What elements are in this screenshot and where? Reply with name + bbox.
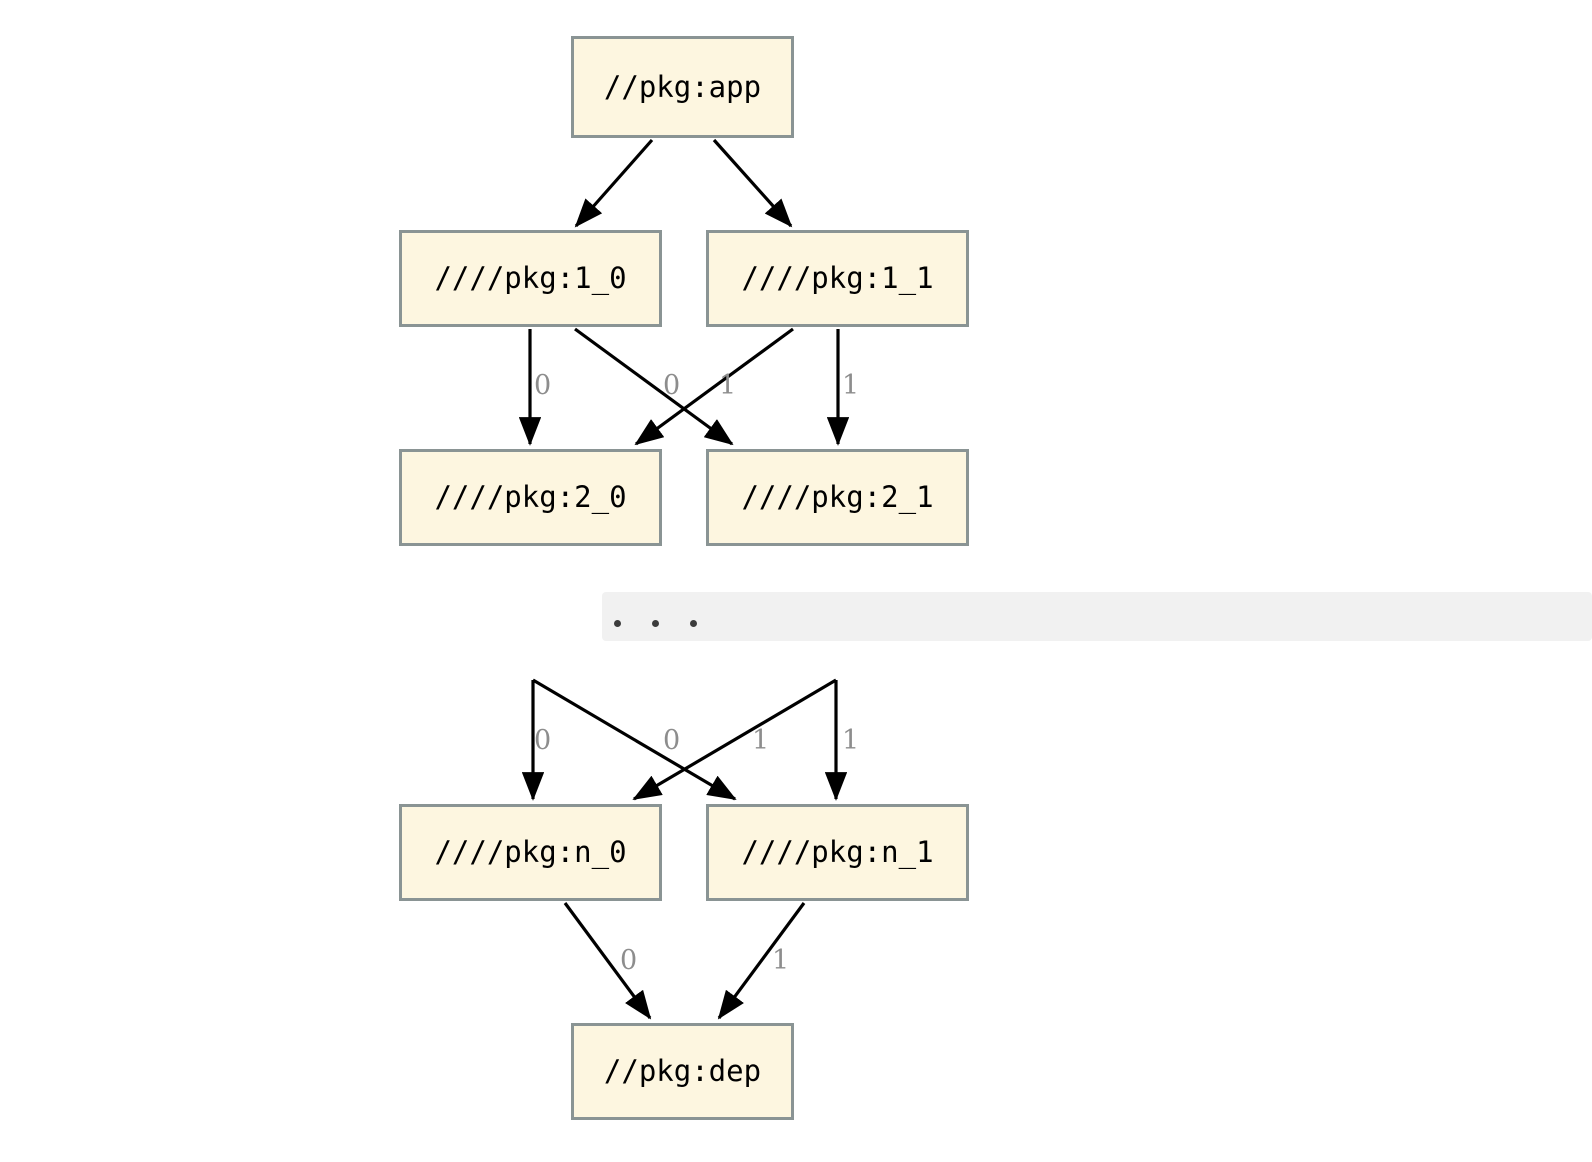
graph-edge-app-to-l1_1 xyxy=(712,138,793,228)
graph-edge-l1_0-to-l2_1 xyxy=(574,327,734,446)
graph-node-l2_0[interactable]: ////pkg:2_0 xyxy=(399,449,662,546)
edge-label: 0 xyxy=(534,725,552,756)
edge-label: 0 xyxy=(620,945,638,976)
graph-node-label: ////pkg:1_0 xyxy=(434,261,627,295)
edge-label: 1 xyxy=(719,370,737,401)
graph-node-l1_1[interactable]: ////pkg:1_1 xyxy=(706,230,969,327)
edge-label: 1 xyxy=(842,370,860,401)
graph-node-label: ////pkg:2_1 xyxy=(741,480,934,514)
edge-label: 0 xyxy=(663,370,681,401)
ellipsis-dots xyxy=(614,620,728,627)
graph-node-label: //pkg:dep xyxy=(603,1054,762,1088)
graph-edge-hidden-to-ln_0 xyxy=(632,678,837,801)
edge-label: 1 xyxy=(842,725,860,756)
edge-label: 1 xyxy=(772,945,790,976)
graph-node-label: ////pkg:2_0 xyxy=(434,480,627,514)
graph-edge-ln_1-to-dep xyxy=(717,902,806,1020)
ellipsis-dot xyxy=(614,620,621,627)
edge-label: 1 xyxy=(752,725,770,756)
graph-node-ln_1[interactable]: ////pkg:n_1 xyxy=(706,804,969,901)
graph-node-label: ////pkg:n_0 xyxy=(434,835,627,869)
graph-node-l1_0[interactable]: ////pkg:1_0 xyxy=(399,230,662,327)
edge-label: 0 xyxy=(663,725,681,756)
graph-node-dep[interactable]: //pkg:dep xyxy=(571,1023,794,1120)
graph-node-l2_1[interactable]: ////pkg:2_1 xyxy=(706,449,969,546)
graph-node-app[interactable]: //pkg:app xyxy=(571,36,794,138)
graph-node-label: ////pkg:n_1 xyxy=(741,835,934,869)
ellipsis-dot xyxy=(690,620,697,627)
graph-node-label: ////pkg:1_1 xyxy=(741,261,934,295)
graph-edge-l1_1-to-l2_0 xyxy=(634,327,794,446)
graph-node-label: //pkg:app xyxy=(603,69,762,104)
graph-node-ln_0[interactable]: ////pkg:n_0 xyxy=(399,804,662,901)
edge-label: 0 xyxy=(534,370,552,401)
ellipsis-dot xyxy=(652,620,659,627)
ellipsis-band xyxy=(602,592,1592,641)
graph-edge-hidden-to-ln_1 xyxy=(532,678,737,801)
graph-edge-ln_0-to-dep xyxy=(563,902,652,1020)
graph-edge-app-to-l1_0 xyxy=(574,138,654,228)
edges-group xyxy=(518,138,850,1020)
